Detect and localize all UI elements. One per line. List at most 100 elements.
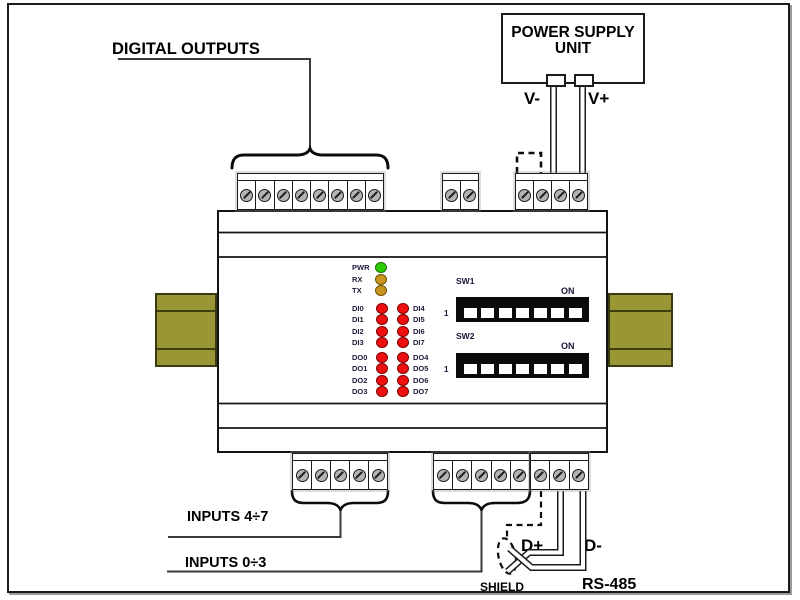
screw-slot — [496, 471, 505, 479]
terminal-cell — [346, 181, 365, 209]
io-led-row: DI3 DI7 — [352, 336, 428, 348]
screw-slot — [297, 191, 306, 199]
pwr-label: PWR — [352, 263, 370, 272]
inputs-0-3-terminal-block — [433, 453, 530, 490]
screw-slot — [516, 471, 524, 479]
terminal-cell — [568, 461, 588, 489]
screw-icon — [572, 188, 585, 202]
terminal-cell — [569, 181, 587, 209]
dip-switch-lever — [481, 364, 494, 374]
di1-led — [376, 314, 388, 326]
screw-slot — [556, 191, 565, 199]
din-rail-left — [155, 293, 217, 367]
di3-label: DI3 — [352, 337, 364, 347]
terminal-strip — [531, 454, 588, 461]
inputs-4-7-leader-line — [168, 511, 342, 538]
sw1-on-label: ON — [561, 286, 575, 296]
terminal-cells — [531, 461, 588, 489]
terminal-cell — [273, 181, 292, 209]
dip-switch-lever — [551, 364, 564, 374]
digital-outputs-terminal-block — [237, 173, 384, 210]
inputs-4-7-brace — [290, 489, 390, 514]
terminal-cells — [516, 181, 587, 209]
screw-icon — [463, 188, 476, 202]
terminal-cell — [516, 181, 533, 209]
shield-label: SHIELD — [480, 580, 525, 594]
terminal-cell — [509, 461, 529, 489]
screw-icon — [294, 188, 308, 202]
dip-switch-lever — [516, 308, 529, 318]
inputs-4-7-terminal-block — [292, 453, 388, 490]
do5-label: DO5 — [413, 364, 429, 374]
di0-label: DI0 — [352, 304, 364, 313]
power-jumper-dashed — [515, 151, 543, 173]
diagram-frame — [7, 3, 790, 593]
screw-icon — [554, 188, 567, 202]
d-minus-wire — [507, 491, 587, 571]
screw-slot — [574, 191, 583, 199]
screw-slot — [520, 191, 529, 199]
do7-led — [397, 386, 409, 398]
do1-led — [376, 363, 388, 375]
dip-switch-lever — [498, 308, 512, 318]
terminal-cell — [368, 461, 387, 489]
status-led-row: RX — [352, 273, 387, 285]
terminal-cell — [364, 181, 383, 209]
v-minus-label: V- — [524, 89, 541, 108]
power-wires — [550, 86, 586, 178]
screw-slot — [447, 191, 456, 199]
do5-led — [397, 363, 409, 375]
screw-slot — [279, 191, 288, 199]
dip-switch-lever — [568, 364, 582, 374]
dip-switch-lever — [498, 364, 512, 374]
do0-led — [376, 352, 388, 364]
terminal-cell — [349, 461, 368, 489]
di5-label: DI5 — [413, 315, 425, 325]
do3-label: DO3 — [352, 387, 368, 397]
din-rail-ridge — [610, 348, 671, 350]
terminal-cells — [443, 181, 478, 209]
psu-title-line1: POWER SUPPLY — [511, 24, 635, 41]
status-led-row: TX — [352, 285, 387, 297]
screw-slot — [298, 471, 306, 479]
terminal-cell — [551, 181, 569, 209]
screw-icon — [494, 468, 508, 482]
screw-icon — [314, 468, 328, 482]
din-rail-ridge — [610, 310, 671, 312]
din-rail-ridge — [157, 348, 215, 350]
tx-led — [375, 285, 387, 297]
terminal-cell — [310, 181, 328, 209]
screw-slot — [555, 471, 564, 479]
sw2-label: SW2 — [456, 331, 475, 341]
terminal-strip — [516, 174, 587, 181]
dip-switch-lever — [463, 364, 477, 374]
screw-icon — [513, 468, 527, 482]
screw-icon — [367, 188, 381, 202]
di4-led — [397, 303, 409, 314]
screw-slot — [370, 191, 379, 199]
screw-icon — [352, 468, 366, 482]
v-plus-label: V+ — [588, 89, 610, 108]
rs485-terminal-block — [530, 453, 589, 490]
inputs-0-3-brace — [431, 489, 532, 514]
dip-switch-lever — [551, 308, 564, 318]
inputs-0-3-label: INPUTS 0÷3 — [185, 555, 267, 571]
di6-label: DI6 — [413, 326, 425, 336]
screw-slot — [458, 471, 467, 479]
screw-icon — [331, 188, 345, 202]
rx-led — [375, 273, 387, 285]
screw-icon — [258, 188, 272, 202]
terminal-cell — [531, 461, 549, 489]
di7-label: DI7 — [413, 337, 425, 347]
di2-label: DI2 — [352, 326, 364, 336]
do6-led — [397, 374, 409, 386]
power-terminal-block — [515, 173, 588, 210]
sw1-label: SW1 — [456, 276, 475, 286]
dip-switch-lever — [463, 308, 477, 318]
rx-label: RX — [352, 274, 363, 284]
terminal-cell — [490, 461, 510, 489]
do3-led — [376, 386, 388, 398]
